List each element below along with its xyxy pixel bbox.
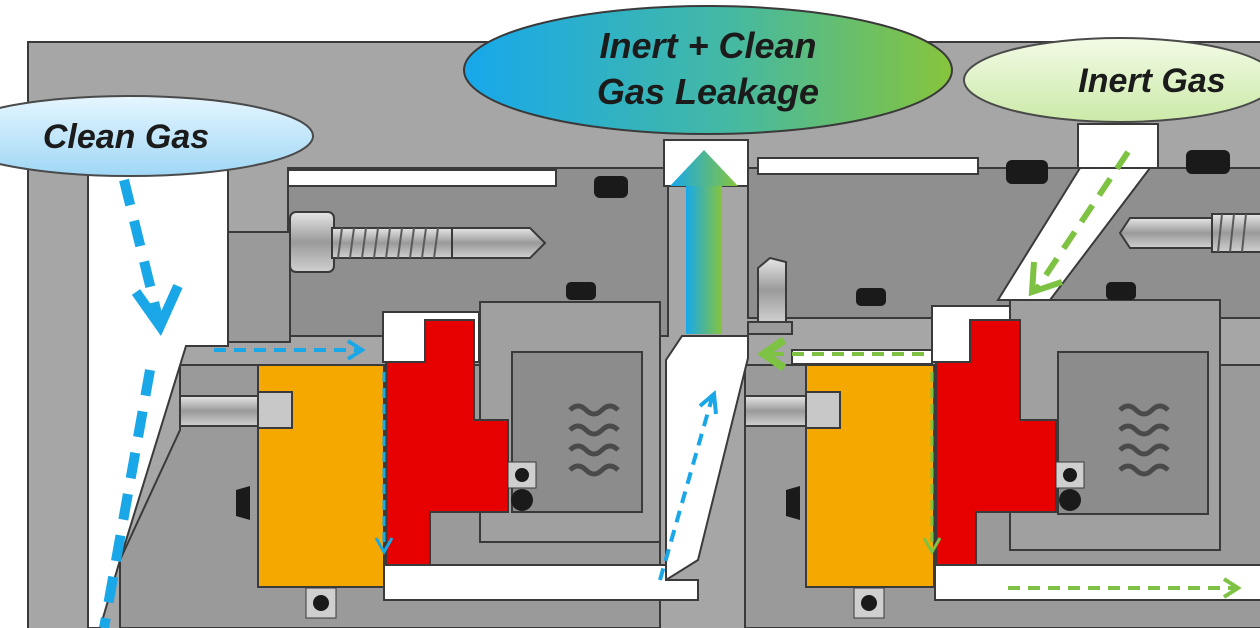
leakage-arrow [670, 150, 738, 334]
inert-gas-inlet [1077, 123, 1159, 169]
primary-ring-right [935, 319, 1057, 566]
bolt-icon [1118, 213, 1260, 253]
dowel-left [236, 486, 250, 520]
lower-channel-right [934, 564, 1260, 601]
seal-stage-right [744, 150, 1230, 619]
inert-gas-inlet-flow [1033, 150, 1131, 292]
drive-pin-left [179, 395, 261, 427]
clean-gas-down-flow [99, 369, 155, 628]
o-ring-right-2 [1006, 160, 1048, 184]
clean-gas-label: Clean Gas [43, 118, 209, 156]
o-ring-left-3 [511, 489, 533, 511]
o-ring-right-4 [856, 288, 886, 306]
leakage-callout: Inert + Clean Gas Leakage [463, 5, 953, 135]
o-ring-left-2 [594, 176, 628, 198]
leakage-label-line2: Gas Leakage [597, 71, 819, 112]
inert-gas-callout: Inert Gas [963, 37, 1260, 123]
clean-gas-flow [99, 178, 718, 628]
spring-right [1118, 403, 1170, 477]
leakage-label-line1: Inert + Clean [599, 25, 816, 66]
o-ring-left-1 [566, 282, 596, 300]
upper-channel-right [757, 157, 979, 175]
o-ring-right-5 [1059, 489, 1081, 511]
clean-gas-main-head [131, 283, 183, 337]
primary-ring-left [385, 319, 509, 566]
clean-gas-callout: Clean Gas [0, 95, 314, 177]
inert-gas-label: Inert Gas [1078, 62, 1225, 100]
seal-stage-left [179, 176, 661, 619]
clean-gas-main-arrow [119, 178, 163, 320]
locator-pin-icon [747, 256, 793, 335]
inert-gas-flow [757, 150, 1242, 599]
o-ring-right-1 [1106, 282, 1136, 300]
upper-channel-left [287, 169, 557, 187]
spring-cavity-right [1057, 351, 1209, 515]
drive-pin-right [744, 395, 810, 427]
spring-left [568, 403, 620, 477]
bolt-icon [289, 211, 547, 273]
o-ring-right-3 [1186, 150, 1230, 174]
leakage-vent-lower [665, 335, 749, 582]
lower-channel-left [383, 564, 699, 601]
dowel-right [786, 486, 800, 520]
clean-gas-vent-flow [658, 397, 714, 581]
